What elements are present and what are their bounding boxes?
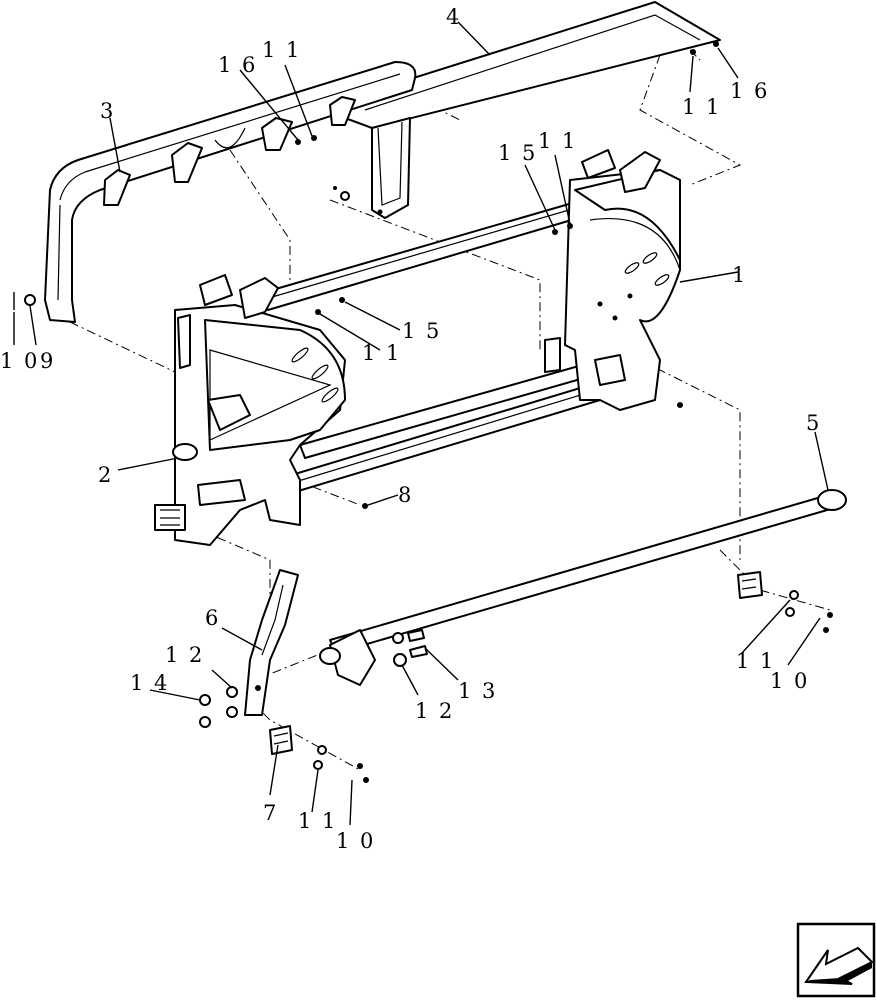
callout-3: 3 bbox=[100, 99, 115, 123]
callout-10-left: 1 0 bbox=[0, 349, 39, 373]
part-4-top-strip bbox=[317, 1, 721, 219]
callout-14: 1 4 bbox=[130, 671, 169, 695]
callout-11-frame-top: 1 1 bbox=[538, 129, 577, 153]
callout-11-frame-mid: 1 1 bbox=[362, 341, 401, 365]
callout-11-top: 1 1 bbox=[262, 38, 301, 62]
part-7-hinge-plates bbox=[269, 571, 763, 755]
callout-10-bottom: 1 0 bbox=[336, 829, 375, 853]
callout-8: 8 bbox=[398, 483, 413, 507]
callout-13: 1 3 bbox=[458, 679, 497, 703]
callout-11-bottom: 1 1 bbox=[298, 809, 337, 833]
callout-12-right: 1 2 bbox=[415, 699, 454, 723]
callout-4: 4 bbox=[446, 5, 461, 29]
part-6-lever bbox=[244, 569, 299, 716]
callout-2: 2 bbox=[98, 463, 113, 487]
callout-12-left: 1 2 bbox=[165, 643, 204, 667]
callout-7: 7 bbox=[263, 801, 278, 825]
next-page-arrow-icon[interactable] bbox=[796, 922, 876, 998]
callout-labels: 1 2 3 4 5 6 7 8 9 1 0 1 0 1 0 1 1 1 1 1 … bbox=[0, 5, 821, 853]
part-3-curved-guard bbox=[44, 61, 417, 323]
callout-16-right: 1 6 bbox=[730, 79, 769, 103]
callout-15-top: 1 5 bbox=[498, 141, 537, 165]
callout-10-right: 1 0 bbox=[770, 669, 809, 693]
callout-16-left: 1 6 bbox=[218, 53, 257, 77]
callout-11-top-right: 1 1 bbox=[682, 95, 721, 119]
callout-11-right: 1 1 bbox=[736, 649, 775, 673]
hardware bbox=[13, 41, 833, 783]
callout-1: 1 bbox=[732, 263, 747, 287]
callout-6: 6 bbox=[205, 606, 220, 630]
callout-15-mid: 1 5 bbox=[402, 319, 441, 343]
part-1-main-frame bbox=[154, 149, 681, 546]
leader-lines bbox=[13, 21, 829, 826]
callout-9: 9 bbox=[40, 349, 55, 373]
callout-5: 5 bbox=[806, 411, 821, 435]
part-5-shaft bbox=[319, 489, 847, 686]
